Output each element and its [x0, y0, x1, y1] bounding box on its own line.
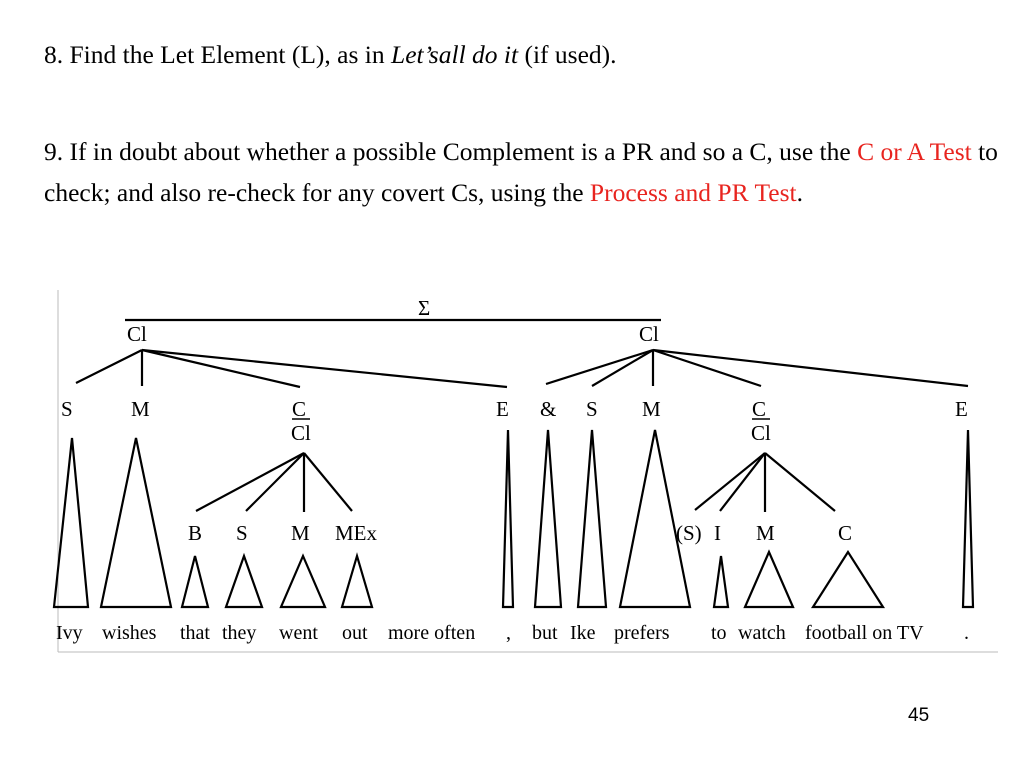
word-wishes: wishes [102, 622, 157, 644]
triangle-emb-s [224, 552, 264, 609]
page-number: 45 [908, 705, 930, 726]
sigma-label: Σ [418, 296, 430, 320]
word-watch: watch [738, 622, 786, 644]
clause-right-label: Cl [639, 322, 659, 346]
right-c-cl-label: Cl [751, 421, 771, 445]
word-went: went [279, 622, 318, 644]
triangle-right-m [618, 429, 692, 609]
item-8-lead: 8. Find the Let Element (L), as in [44, 40, 392, 69]
triangle-left-s [52, 437, 90, 609]
word-more-often: more often [388, 622, 475, 644]
left-emb-mex-label: MEx [335, 521, 378, 545]
right-clause-branches [545, 348, 969, 388]
left-s-label: S [61, 397, 73, 421]
triangle-emb-m [279, 553, 327, 609]
item-8-text: 8. Find the Let Element (L), as in Let’s… [44, 34, 1004, 75]
word-ike: Ike [570, 622, 596, 644]
triangle-left-m [99, 437, 173, 609]
right-emb-m-label: M [756, 521, 775, 545]
word-football-on-tv: football on TV [805, 622, 924, 644]
right-e-label: E [955, 397, 968, 421]
left-c-cl-label: Cl [291, 421, 311, 445]
right-m-label: M [642, 397, 661, 421]
left-emb-s-label: S [236, 521, 248, 545]
triangle-emb-right-m [743, 549, 795, 609]
right-c-label: C [752, 397, 766, 421]
constituent-triangles [52, 429, 975, 609]
triangle-emb-right-c [810, 549, 886, 609]
item-8-example: Let’sall do it [391, 40, 519, 69]
right-amp-label: & [540, 397, 556, 421]
item-9-part3: . [796, 178, 803, 207]
left-clause-branches [75, 348, 508, 389]
triangle-right-e [961, 429, 975, 609]
left-embedded-branches [195, 452, 353, 512]
item-8-tail: (if used). [518, 40, 617, 69]
left-m-label: M [131, 397, 150, 421]
item-9-part1: 9. If in doubt about whether a possible … [44, 137, 858, 166]
word-but: but [532, 622, 558, 644]
item-9-text: 9. If in doubt about whether a possible … [44, 131, 1004, 213]
triangle-emb-i [712, 555, 730, 609]
word-ivy: Ivy [56, 622, 83, 644]
triangle-emb-mex [340, 552, 374, 609]
triangle-left-e [501, 429, 515, 609]
word-that: that [180, 622, 210, 644]
word-period: . [964, 622, 969, 644]
triangle-right-amp [533, 429, 563, 609]
triangle-emb-b [180, 555, 210, 609]
c-or-a-test-link[interactable]: C or A Test [857, 137, 972, 166]
left-c-label: C [292, 397, 306, 421]
word-out: out [342, 622, 368, 644]
word-comma: , [506, 622, 511, 644]
item-9-part2: to check; and also re-check for any cove… [44, 137, 998, 207]
word-prefers: prefers [614, 622, 670, 644]
word-they: they [222, 622, 256, 644]
word-to: to [711, 622, 727, 644]
right-emb-i-label: I [714, 521, 721, 545]
left-e-label: E [496, 397, 509, 421]
process-and-pr-test-link[interactable]: Process and PR Test [589, 178, 797, 207]
clause-left-label: Cl [127, 322, 147, 346]
right-emb-c-label: C [838, 521, 852, 545]
left-emb-m-label: M [291, 521, 310, 545]
right-embedded-branches [694, 452, 836, 512]
triangle-right-s [576, 429, 608, 609]
right-s-label: S [586, 397, 598, 421]
left-emb-b-label: B [188, 521, 202, 545]
right-emb-s-label: (S) [676, 521, 702, 545]
